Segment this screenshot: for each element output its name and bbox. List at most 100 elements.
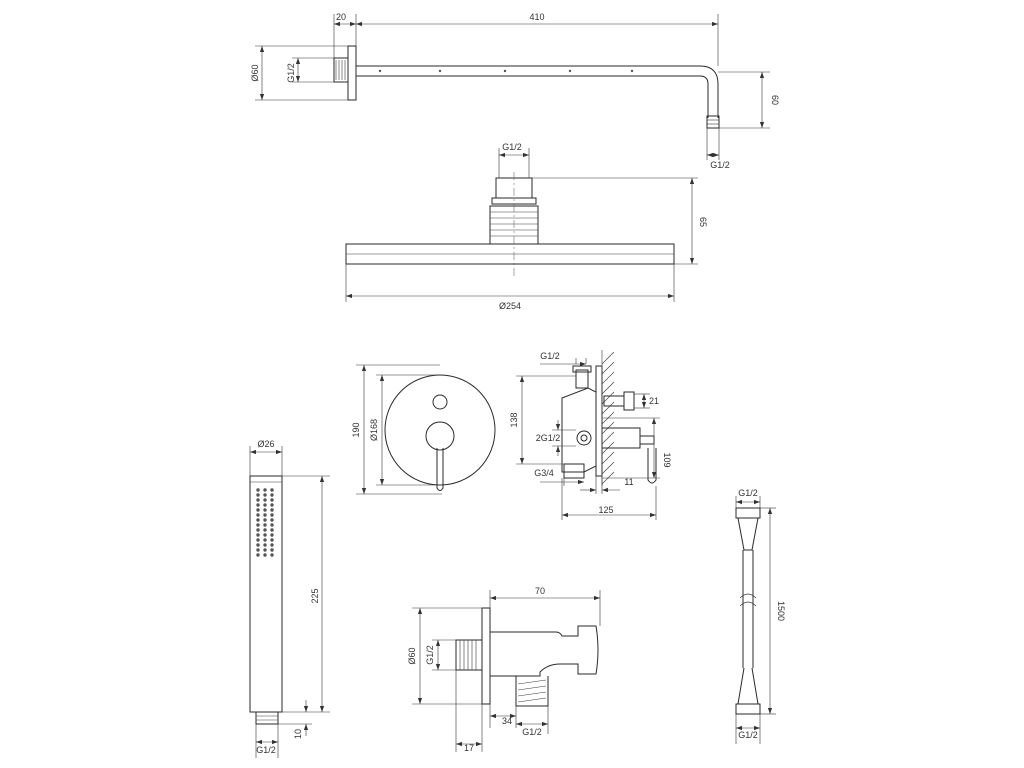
arm-thread-lines	[335, 60, 346, 80]
mixer-cover-plate	[384, 374, 496, 486]
mixer-side-plate	[595, 365, 603, 477]
outlet-flange-label: 17	[464, 743, 474, 753]
outlet-outlet-thread-label: G1/2	[522, 727, 542, 737]
arm-drop-label: 60	[770, 95, 780, 105]
hose-length-label: 1500	[776, 601, 786, 621]
outlet-flange-diameter-label: Ø60	[407, 647, 417, 664]
spray-nozzle	[263, 503, 267, 507]
spray-nozzle	[270, 553, 274, 557]
mixer-outer-height-label: 190	[351, 422, 361, 437]
spray-nozzle	[263, 528, 267, 532]
hose-top-nut	[735, 507, 761, 519]
spray-nozzle	[263, 513, 267, 517]
hose-bottom-cone	[737, 667, 759, 705]
spray-nozzle	[270, 523, 274, 527]
outlet-hose-connector	[515, 676, 549, 707]
overhead-thread-label: G1/2	[502, 142, 522, 152]
overhead-height-label: 65	[698, 217, 708, 227]
overhead-diameter-label: Ø254	[499, 301, 521, 311]
hand-shower-diameter-label: Ø26	[257, 439, 274, 449]
spray-nozzle	[270, 503, 274, 507]
arm-flange-width-label: 20	[336, 12, 346, 22]
arm-inlet-thread-label: G1/2	[286, 63, 296, 83]
spray-nozzle	[263, 518, 267, 522]
spray-nozzle	[270, 488, 274, 492]
arm-outlet-thread-label: G1/2	[710, 160, 730, 170]
arm-pipe	[356, 65, 719, 118]
hand-shower-drawing: Ø26 225 10 G1/2	[249, 439, 330, 758]
mixer-plate-diameter-label: Ø168	[369, 419, 379, 441]
spray-nozzle	[263, 508, 267, 512]
side-outlets-label: 2G1/2	[536, 433, 561, 443]
spray-nozzle	[263, 523, 267, 527]
spray-nozzle	[263, 533, 267, 537]
spray-nozzle	[263, 498, 267, 502]
arm-flange-diameter-label: Ø60	[250, 64, 260, 81]
spray-nozzle	[263, 553, 267, 557]
spray-nozzle	[256, 493, 260, 497]
spray-nozzle	[256, 523, 260, 527]
spray-nozzle	[256, 513, 260, 517]
hand-shower-body	[249, 475, 283, 713]
hose-break-mark	[739, 593, 757, 607]
spray-nozzle	[263, 538, 267, 542]
spray-nozzle	[263, 548, 267, 552]
arm-wall-flange	[347, 45, 357, 101]
overhead-shower-drawing: G1/2 65 Ø254	[345, 142, 708, 311]
spray-nozzle	[270, 513, 274, 517]
hand-shower-spray-nozzles	[256, 488, 274, 557]
hose-top-cone	[737, 517, 759, 551]
side-top-thread-label: G1/2	[540, 351, 560, 361]
hand-shower-thread-label: G1/2	[256, 745, 276, 755]
hand-shower-end-label: 10	[293, 729, 303, 739]
spray-nozzle	[256, 543, 260, 547]
spray-nozzle	[256, 503, 260, 507]
arm-length-label: 410	[529, 12, 544, 22]
mixer-spout	[602, 427, 655, 449]
spray-nozzle	[256, 548, 260, 552]
side-pipe-label: 21	[649, 396, 659, 406]
mixer-outlet-port	[576, 430, 592, 446]
spray-nozzle	[270, 508, 274, 512]
spray-nozzle	[256, 553, 260, 557]
mixer-diverter-knob	[432, 394, 448, 410]
arm-pipe-markers	[378, 69, 634, 73]
spray-nozzle	[263, 488, 267, 492]
mixer-side-drawing: G1/2 138 21 2G1/2 109 G3/4 11 125	[509, 350, 672, 520]
spray-nozzle	[270, 543, 274, 547]
spray-nozzle	[256, 533, 260, 537]
hose-bottom-nut	[735, 703, 761, 715]
arm-thread-connector	[333, 57, 349, 83]
spray-nozzle	[270, 518, 274, 522]
spray-nozzle	[270, 493, 274, 497]
side-height-label: 138	[509, 412, 519, 427]
spray-nozzle	[270, 498, 274, 502]
outlet-inlet-thread-label: G1/2	[425, 645, 435, 665]
spray-nozzle	[256, 518, 260, 522]
mixer-top-inlet	[575, 369, 589, 389]
hose-drawing: G1/2 1500 G1/2	[735, 488, 786, 744]
hand-shower-length-label: 225	[310, 588, 320, 603]
spray-nozzle	[270, 548, 274, 552]
spray-nozzle	[270, 528, 274, 532]
spray-nozzle	[263, 543, 267, 547]
spray-nozzle	[270, 533, 274, 537]
arm-outlet-nut	[706, 115, 720, 129]
mixer-bottom-inlet	[563, 463, 585, 479]
outlet-offset-label: 34	[502, 716, 512, 726]
spray-nozzle	[270, 538, 274, 542]
side-offset-label: 11	[624, 477, 633, 487]
spray-nozzle	[263, 493, 267, 497]
outlet-length-label: 70	[535, 586, 545, 596]
outlet-wall-flange	[481, 607, 491, 705]
side-inlet-label: G3/4	[534, 468, 554, 478]
spray-nozzle	[256, 538, 260, 542]
spray-nozzle	[256, 528, 260, 532]
side-depth-label: 125	[598, 505, 613, 515]
mixer-front-drawing: 190 Ø168	[351, 364, 496, 495]
hose-top-thread-label: G1/2	[738, 488, 758, 498]
outlet-thread-lines	[459, 640, 477, 670]
spray-nozzle	[256, 488, 260, 492]
mixer-side-lever	[647, 448, 657, 484]
